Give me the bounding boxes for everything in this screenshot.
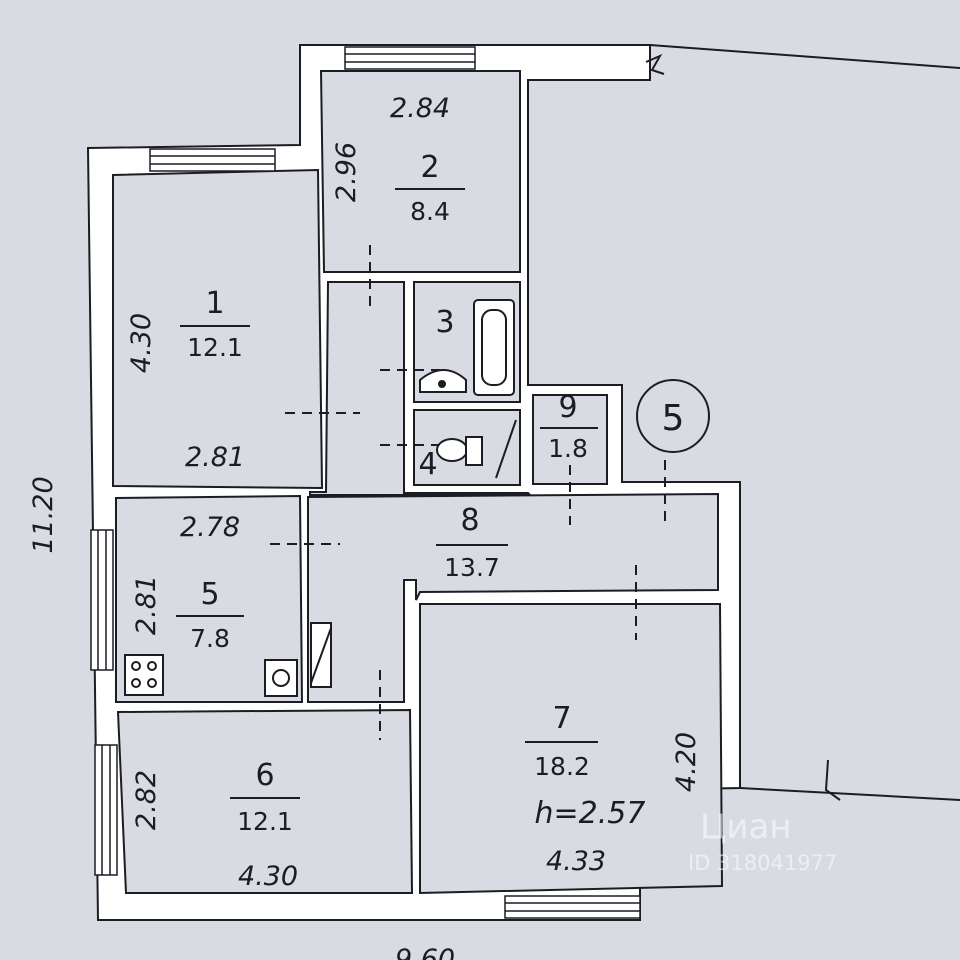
room-7-number: 7: [552, 701, 571, 736]
room-6-dim-width: 4.30: [238, 861, 298, 892]
axis-marker-label: 5: [662, 398, 685, 439]
room-8: [307, 492, 719, 703]
stove-icon: [124, 654, 164, 696]
room-7-dim-height: 4.20: [671, 732, 702, 792]
kitchen-sink-icon: [264, 659, 298, 697]
room-7-ceiling-height: h=2.57: [535, 796, 646, 831]
room-5-number: 5: [200, 577, 219, 612]
room-5-dim-height: 2.81: [131, 575, 162, 635]
room-6-number: 6: [255, 758, 274, 793]
room-2-dim-height: 2.96: [331, 142, 362, 202]
room-6: [116, 708, 414, 894]
room-9-area: 1.8: [548, 434, 588, 463]
room-2-number: 2: [420, 150, 439, 185]
room-1-dim-width: 2.81: [185, 442, 245, 473]
room-9-number: 9: [558, 390, 577, 425]
room-1-area: 12.1: [187, 333, 243, 362]
bathtub-icon: [473, 299, 515, 396]
room-7-dim-width: 4.33: [546, 846, 606, 877]
room-2-dim-width: 2.84: [390, 93, 450, 124]
watermark-id: ID 318041977: [688, 851, 837, 875]
room-9: [532, 394, 608, 485]
room-5-area: 7.8: [190, 624, 230, 653]
exterior-line-right-break: [824, 759, 841, 801]
exterior-line-top: [649, 44, 960, 69]
room-3-number: 3: [435, 305, 454, 340]
room-5: [115, 494, 304, 703]
room-6-area: 12.1: [237, 807, 293, 836]
watermark: Циан ID 318041977: [688, 807, 837, 875]
room-6-dim-height: 2.82: [131, 770, 162, 830]
room-5-dim-width: 2.78: [180, 512, 240, 543]
window-room-7: [504, 895, 641, 919]
overall-width: 9.60: [395, 944, 455, 960]
overall-height: 11.20: [28, 476, 59, 553]
room-1-dim-height: 4.30: [126, 313, 157, 373]
room-8-number: 8: [460, 503, 479, 538]
sink-icon: [419, 369, 467, 393]
window-room-6: [94, 744, 118, 876]
room-7-area: 18.2: [534, 752, 590, 781]
window-room-5: [90, 529, 114, 671]
window-room-1: [149, 148, 276, 172]
watermark-brand: Циан: [700, 807, 792, 847]
room-2-area: 8.4: [410, 197, 450, 226]
room-7: [419, 603, 724, 895]
room-2: [319, 70, 521, 273]
exterior-line-top-break: [645, 53, 665, 75]
ventilation-shaft: [310, 622, 332, 688]
door-openings: [270, 245, 666, 740]
window-room-2: [344, 46, 476, 70]
shaft-diagonal: [495, 419, 517, 479]
room-1-number: 1: [205, 286, 224, 321]
axis-marker-circle: [636, 379, 710, 453]
toilet-icon: [436, 436, 483, 466]
room-8-area: 13.7: [444, 553, 500, 582]
exterior-line-right: [739, 787, 960, 801]
room-4-number: 4: [418, 447, 437, 482]
